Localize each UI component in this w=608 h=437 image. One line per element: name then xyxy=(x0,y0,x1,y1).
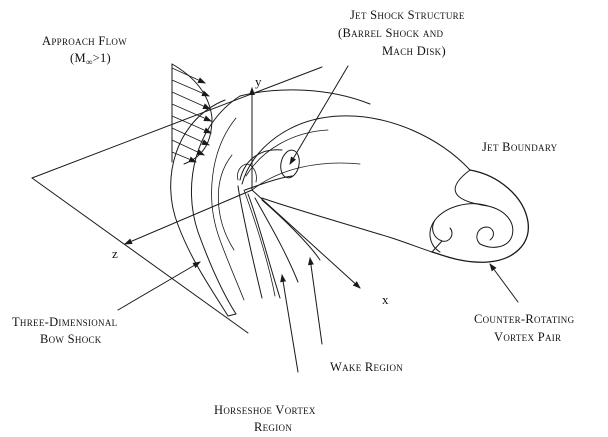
bow-shock-surface xyxy=(170,89,371,317)
x-axis xyxy=(251,189,361,289)
callout-arrows xyxy=(117,65,519,373)
z-axis xyxy=(124,189,253,245)
counter-rotating-label-line1: Counter-Rotating xyxy=(474,312,575,326)
bow-shock-label-line1: Three-Dimensional xyxy=(12,315,117,329)
y-axis-label: y xyxy=(255,74,262,89)
jet-shock-label-line2: (Barrel Shock and xyxy=(338,26,444,40)
jet-shock-label-line1: Jet Shock Structure xyxy=(350,8,465,22)
bow-shock-callout-arrow xyxy=(117,261,201,311)
coordinate-axes xyxy=(124,87,361,289)
x-axis-label: x xyxy=(382,292,389,307)
vortex-pair-callout-arrow xyxy=(489,263,519,303)
mach-disk xyxy=(280,149,300,179)
bow-shock-label-line2: Bow Shock xyxy=(40,332,102,346)
approach-flow-label: Approach Flow xyxy=(42,34,127,48)
z-axis-label: z xyxy=(112,246,118,261)
jet-shock-label-line3: Mach Disk) xyxy=(382,44,446,58)
approach-flow-mach-label: (M∞>1) xyxy=(70,51,111,67)
horseshoe-callout-arrow xyxy=(280,274,299,373)
jet-shock-callout-arrow xyxy=(289,65,349,165)
horseshoe-label-line2: Region xyxy=(254,420,292,434)
ground-plane xyxy=(31,66,323,334)
barrel-shock xyxy=(237,149,300,191)
horseshoe-label-line1: Horseshoe Vortex xyxy=(214,403,316,417)
wake-region-label: Wake Region xyxy=(330,360,403,374)
jet-plume xyxy=(241,115,529,263)
counter-rotating-label-line2: Vortex Pair xyxy=(494,330,561,344)
jet-boundary-label: Jet Boundary xyxy=(482,140,558,154)
wake-streamlines xyxy=(237,185,321,299)
wake-callout-arrow xyxy=(307,257,323,345)
